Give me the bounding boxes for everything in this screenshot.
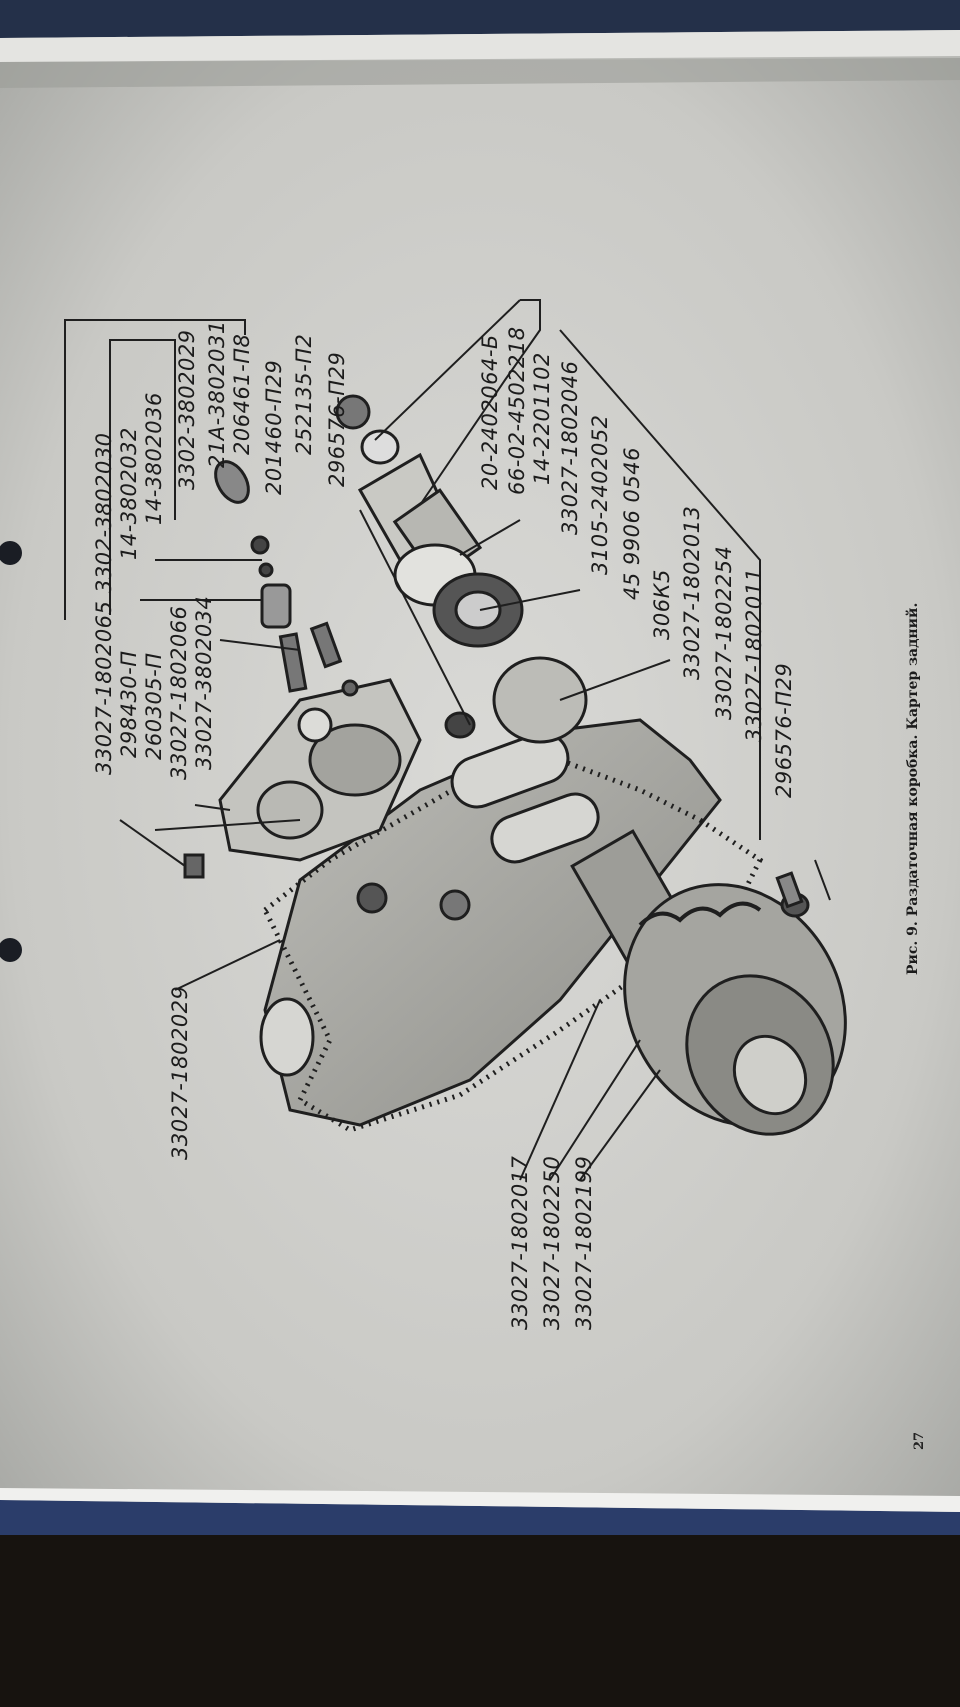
- leader-l: [459, 519, 521, 556]
- part-label: 296576-П29: [772, 662, 796, 798]
- table-surface: [0, 1535, 960, 1707]
- leader-i: [419, 299, 541, 506]
- nut-20-2402064: [335, 394, 371, 430]
- leader-g: [194, 804, 231, 811]
- part-label: 3302-3802029: [175, 329, 199, 490]
- part-label: 33027-1802029: [168, 985, 192, 1160]
- part-label: 33027-1802066: [167, 605, 191, 780]
- figure-caption: Рис. 9. Раздаточная коробка. Картер задн…: [905, 602, 921, 975]
- part-label: 66-02-4502218: [505, 326, 529, 495]
- vent-plug: [183, 853, 205, 879]
- part-label: 33027-1802065: [92, 600, 116, 775]
- ball: [250, 535, 270, 555]
- part-label: 21А-3802031: [205, 320, 229, 468]
- dowel: [775, 871, 804, 909]
- cover-bolt-hole: [297, 707, 333, 743]
- part-label: 206461-П8: [230, 333, 254, 455]
- page-shadow-band: [0, 56, 960, 88]
- part-label: 252135-П2: [292, 333, 316, 455]
- part-label: 33027-1802199: [572, 1155, 596, 1330]
- part-label: 306К5: [650, 569, 674, 640]
- part-label: 33027-1802013: [680, 505, 704, 680]
- leader-a: [109, 339, 176, 615]
- part-label: 20-2402064-Б: [478, 334, 502, 490]
- leader-p: [814, 859, 831, 901]
- part-label: 201460-П29: [262, 359, 286, 495]
- leader-h: [174, 939, 281, 991]
- leader-m: [479, 589, 581, 611]
- leader-r: [549, 1039, 641, 1181]
- part-label: 33027-1802254: [712, 545, 736, 720]
- leader-q: [519, 999, 601, 1181]
- fork-21a: [214, 460, 250, 504]
- binder-hole-2: [0, 938, 22, 962]
- part-label: 260305-П: [142, 652, 166, 760]
- spring: [258, 562, 274, 578]
- part-label: 33027-1802250: [540, 1155, 564, 1330]
- bolt: [309, 621, 343, 669]
- washer-small: [341, 679, 359, 697]
- boss-upper: [450, 731, 570, 809]
- plunger: [260, 583, 292, 629]
- page-number: 27: [912, 1431, 927, 1450]
- cover-window: [308, 723, 402, 797]
- housing-hole-2: [439, 889, 471, 921]
- leader-j: [374, 299, 521, 441]
- paper-top-edge: [0, 30, 960, 62]
- part-label: 14-3802036: [142, 392, 166, 525]
- leader-o: [359, 509, 471, 726]
- leader-e: [119, 819, 186, 867]
- part-label: 3105-2402052: [588, 414, 612, 575]
- washer: [360, 429, 400, 465]
- leader-k: [559, 329, 761, 840]
- gear-drum-bore: [732, 1034, 808, 1116]
- leader-d: [219, 639, 301, 651]
- part-label: 3302-3802030: [92, 432, 116, 593]
- part-label: 296576-П29: [325, 351, 349, 487]
- leader-s: [579, 1069, 661, 1181]
- part-label: 14-2201102: [530, 352, 554, 485]
- gear-teeth: [638, 901, 762, 927]
- part-label: 33027-3802034: [192, 595, 216, 770]
- part-label: 45 9906 0546: [620, 447, 644, 600]
- leader-f: [154, 819, 301, 831]
- cover-port: [256, 780, 324, 840]
- bearing-housing: [492, 656, 588, 744]
- boss-left: [259, 997, 315, 1077]
- part-label: 33027-1802017: [508, 1155, 532, 1330]
- part-label: 298430-П: [117, 650, 141, 758]
- leader-n: [559, 659, 671, 701]
- binder-hole-1: [0, 541, 22, 565]
- part-label: 14-3802032: [117, 427, 141, 560]
- boss-lower: [490, 792, 600, 864]
- transfer-case-drawing: [64, 299, 847, 1181]
- part-label: 33027-1802011: [742, 567, 766, 742]
- part-label: 33027-1802046: [558, 360, 582, 535]
- paper-bottom-edge: [0, 1488, 960, 1512]
- bracket-top: [64, 319, 246, 620]
- housing-hole-1: [356, 882, 388, 914]
- bearing-inner: [454, 590, 502, 630]
